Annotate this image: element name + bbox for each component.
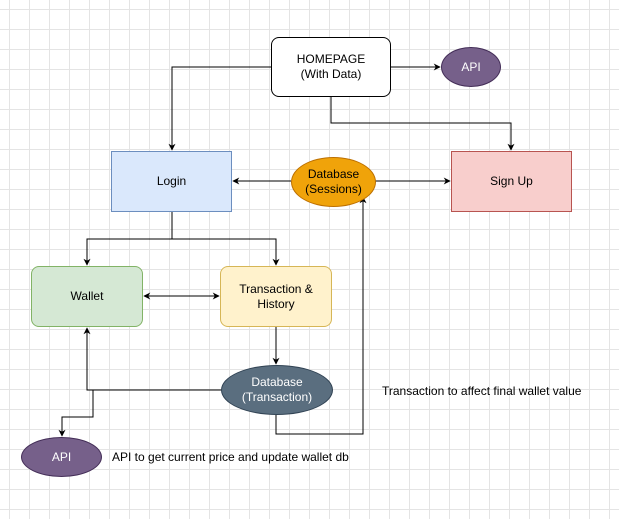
edge-login-to-transaction (172, 238, 280, 266)
login-node[interactable]: Login (111, 151, 232, 212)
edge-branch-to-api (58, 390, 94, 437)
signup-node[interactable]: Sign Up (451, 151, 572, 212)
edge-login-to-wallet (83, 211, 173, 266)
edge-db-transaction-to-db-sessions (275, 196, 367, 435)
edge-homepage-to-login (168, 66, 271, 151)
homepage-node[interactable]: HOMEPAGE (With Data) (271, 37, 391, 97)
db-sessions-node[interactable]: Database (Sessions) (291, 157, 376, 207)
db-transaction-node[interactable]: Database (Transaction) (221, 365, 333, 415)
edge-db-transaction-to-wallet (83, 327, 222, 391)
caption-api-price: API to get current price and update wall… (112, 450, 349, 464)
api-top-node[interactable]: API (441, 47, 501, 87)
edge-homepage-to-signup (330, 97, 515, 151)
wallet-node[interactable]: Wallet (31, 266, 143, 327)
transaction-history-node[interactable]: Transaction & History (220, 266, 332, 327)
api-bottom-node[interactable]: API (21, 437, 102, 477)
caption-wallet-value: Transaction to affect final wallet value (382, 384, 582, 398)
